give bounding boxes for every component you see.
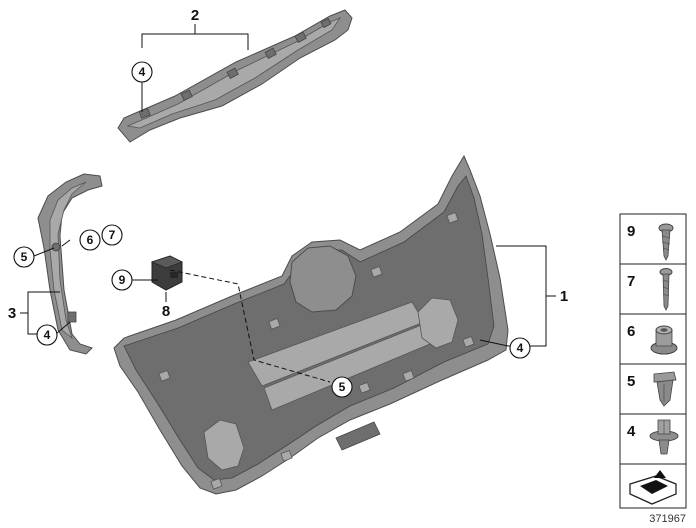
circle-7-left-label: 7 bbox=[109, 228, 116, 242]
push-clip-icon bbox=[653, 371, 677, 407]
legend-label-7: 7 bbox=[627, 273, 635, 290]
circle-9-mid bbox=[111, 269, 133, 291]
connector-part-8 bbox=[150, 255, 183, 291]
circle-4-right-label: 4 bbox=[517, 341, 524, 355]
circle-4-right bbox=[509, 337, 531, 359]
circle-5-left bbox=[13, 246, 35, 268]
callout-part-1: 1 bbox=[560, 288, 568, 305]
upper-trim-strip bbox=[117, 9, 353, 143]
legend-label-6: 6 bbox=[627, 323, 635, 340]
expanding-rivet-icon bbox=[649, 419, 679, 455]
left-pillar-trim bbox=[37, 173, 103, 355]
circle-4-left bbox=[36, 324, 58, 346]
circle-5-mid-label: 5 bbox=[339, 380, 346, 394]
callout-part-2: 2 bbox=[191, 7, 199, 24]
tailgate-trim-panel bbox=[113, 154, 509, 495]
circle-7-left bbox=[101, 224, 123, 246]
circled-callouts: 4 5 6 7 4 9 5 4 bbox=[13, 61, 531, 398]
grommet-icon bbox=[650, 325, 678, 355]
callout-labels: 2 3 1 8 bbox=[8, 7, 568, 322]
circle-4-top-label: 4 bbox=[139, 65, 146, 79]
long-screw-icon bbox=[659, 268, 673, 311]
legend-label-9: 9 bbox=[627, 223, 635, 240]
legend-label-5: 5 bbox=[627, 373, 635, 390]
bracket-symbol-icon bbox=[629, 470, 677, 505]
circle-6-left bbox=[79, 229, 101, 251]
legend-row-5 bbox=[619, 363, 687, 415]
circle-5-left-label: 5 bbox=[21, 250, 28, 264]
circle-4-left-label: 4 bbox=[44, 328, 51, 342]
callout-part-8: 8 bbox=[162, 303, 170, 320]
legend-label-4: 4 bbox=[627, 423, 636, 440]
circle-5-mid bbox=[331, 376, 353, 398]
circle-6-left-label: 6 bbox=[87, 233, 94, 247]
legend-row-9 bbox=[619, 213, 687, 265]
callout-part-3: 3 bbox=[8, 305, 16, 322]
legend-row-7 bbox=[619, 263, 687, 315]
circle-4-top bbox=[131, 61, 153, 83]
screw-icon bbox=[658, 223, 674, 261]
circle-9-mid-label: 9 bbox=[119, 273, 126, 287]
fastener-legend: 9 7 6 5 bbox=[619, 213, 687, 509]
document-id: 371967 bbox=[649, 513, 686, 525]
